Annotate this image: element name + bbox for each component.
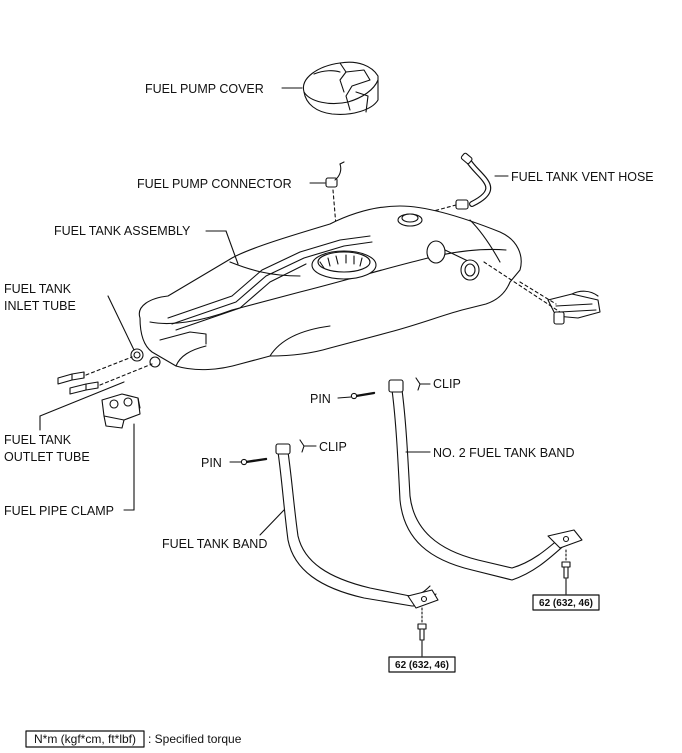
pin-lower [240,457,268,466]
no2-fuel-tank-band [388,379,583,581]
label-fuel-tank-outlet-tube-line1: FUEL TANK [4,433,72,447]
clip-upper [415,377,431,391]
torque-box-right [532,594,600,611]
fuel-tank-vent-hose [455,152,492,210]
label-fuel-pump-connector: FUEL PUMP CONNECTOR [137,177,292,191]
fuel-tank-band [275,443,439,609]
label-clip-lower: CLIP [319,440,347,454]
leader-outlet-tube [39,381,125,417]
fuel-tank-inlet-tube [130,348,161,368]
fuel-pump-cover [302,61,379,115]
label-clip-upper: CLIP [433,377,461,391]
clip-lower [299,439,317,453]
label-fuel-tank-outlet-tube-line2: OUTLET TUBE [4,450,90,464]
fuel-tank-assembly [138,205,522,371]
label-fuel-tank-inlet-tube-line2: INLET TUBE [4,299,76,313]
label-fuel-tank-assembly: FUEL TANK ASSEMBLY [54,224,191,238]
legend-box [25,730,145,748]
fuel-tank-right-bracket [547,290,601,325]
label-pin-lower: PIN [201,456,222,470]
bolt-left [417,623,427,641]
torque-value-right: 62 (632, 46) [539,598,593,609]
legend-description: : Specified torque [148,732,242,746]
label-fuel-tank-vent-hose: FUEL TANK VENT HOSE [511,170,654,184]
torque-value-left: 62 (632, 46) [395,660,449,671]
leader-inlet-tube [107,295,135,351]
bolt-right [561,561,571,579]
fuel-tube-connectors [57,371,99,395]
leader-tank-band [259,509,285,536]
legend-unit: N*m (kgf*cm, ft*lbf) [34,732,136,746]
label-fuel-tank-band: FUEL TANK BAND [162,537,267,551]
label-pin-upper: PIN [310,392,331,406]
pin-upper [350,391,376,400]
torque-box-left [388,656,456,673]
label-fuel-pump-cover: FUEL PUMP COVER [145,82,264,96]
label-fuel-pipe-clamp: FUEL PIPE CLAMP [4,504,114,518]
label-no2-fuel-tank-band: NO. 2 FUEL TANK BAND [433,446,574,460]
fuel-pump-connector [325,161,345,188]
label-fuel-tank-inlet-tube-line1: FUEL TANK [4,282,72,296]
fuel-pipe-clamp [101,393,141,429]
